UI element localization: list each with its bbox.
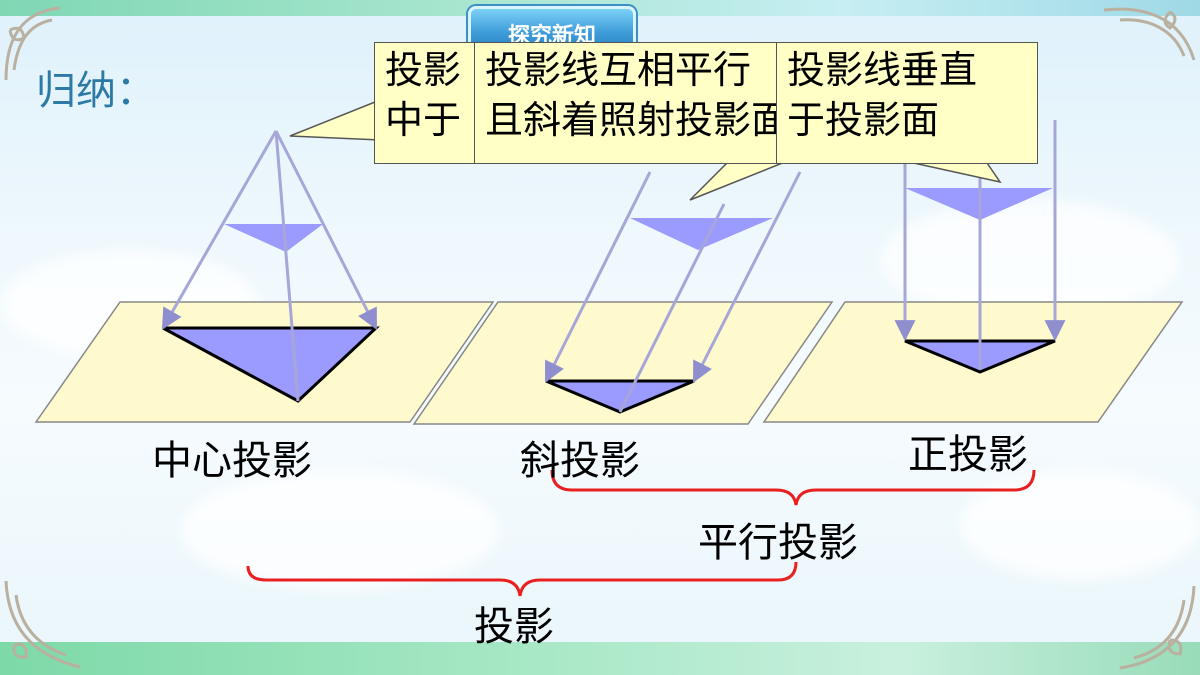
corner-ornament-bottom-left bbox=[4, 580, 81, 669]
projection-ray bbox=[692, 171, 802, 383]
slide-heading: 归纳： bbox=[36, 68, 156, 114]
label-oblique-projection: 斜投影 bbox=[520, 438, 640, 484]
callout-orthographic-projection: 投影线垂直 于投影面 bbox=[776, 42, 1038, 164]
object-triangle-central bbox=[224, 224, 323, 252]
brace-parallel-projection bbox=[550, 469, 1036, 506]
corner-ornament-bottom-right bbox=[1119, 585, 1196, 670]
corner-ornament-top-left bbox=[4, 6, 61, 81]
projection-ray bbox=[274, 130, 378, 330]
projection-plane-oblique bbox=[412, 301, 834, 425]
label-orthographic-projection: 正投影 bbox=[908, 432, 1028, 478]
brace-projection bbox=[246, 561, 798, 597]
projection-ray bbox=[274, 130, 300, 402]
callout-oblique-projection: 投影线互相平行 且斜着照射投影面 bbox=[474, 42, 794, 164]
background-cloud bbox=[880, 200, 1180, 320]
projection-ray bbox=[544, 171, 652, 383]
label-central-projection: 中心投影 bbox=[152, 438, 312, 484]
label-projection: 投影 bbox=[474, 604, 554, 650]
projection-ray bbox=[161, 130, 278, 330]
projection-shadow-oblique bbox=[545, 379, 695, 414]
background-cloud bbox=[960, 470, 1200, 580]
projection-shadow-central bbox=[162, 326, 380, 403]
object-triangle-oblique bbox=[630, 218, 773, 250]
corner-ornament-top-right bbox=[1103, 7, 1196, 61]
bottom-decoration-bar bbox=[0, 642, 1200, 675]
callout-tail-oblique bbox=[689, 159, 791, 201]
projection-ray bbox=[618, 203, 726, 413]
callout-tail-central bbox=[289, 98, 381, 141]
label-parallel-projection: 平行投影 bbox=[698, 520, 858, 566]
background-cloud bbox=[180, 470, 500, 590]
